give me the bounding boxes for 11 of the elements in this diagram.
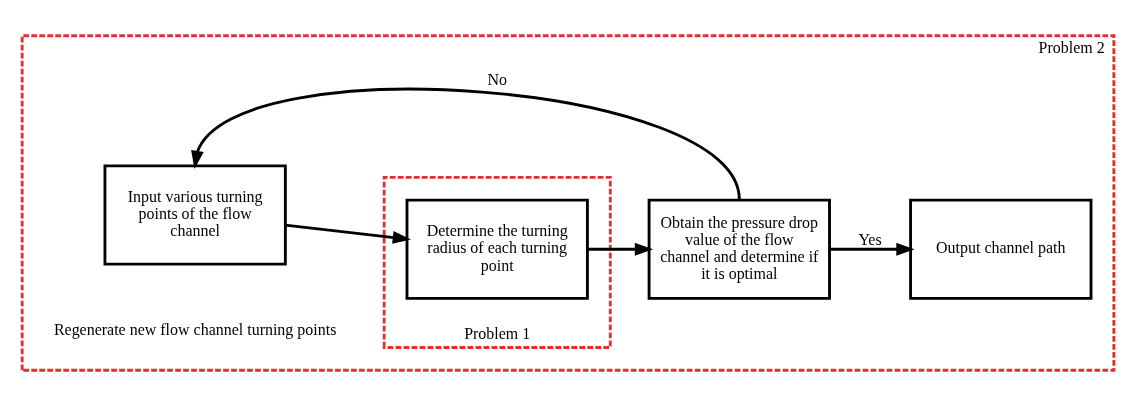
node-box: Output channel path	[909, 198, 1093, 300]
edge-label: No	[487, 70, 507, 88]
arrow	[829, 242, 915, 256]
arrow	[587, 242, 654, 256]
node-box: Obtain the pressure drop value of the flow channel and determine if it is optimal	[647, 198, 831, 300]
arrow	[285, 223, 412, 244]
node-box: Determine the turning radius of each turning point	[405, 198, 589, 300]
arrow	[191, 87, 741, 199]
node-box: Input various turning points of the flow channel	[103, 163, 287, 265]
edge-label: Yes	[858, 230, 882, 248]
label: Regenerate new flow channel turning points	[53, 320, 337, 338]
